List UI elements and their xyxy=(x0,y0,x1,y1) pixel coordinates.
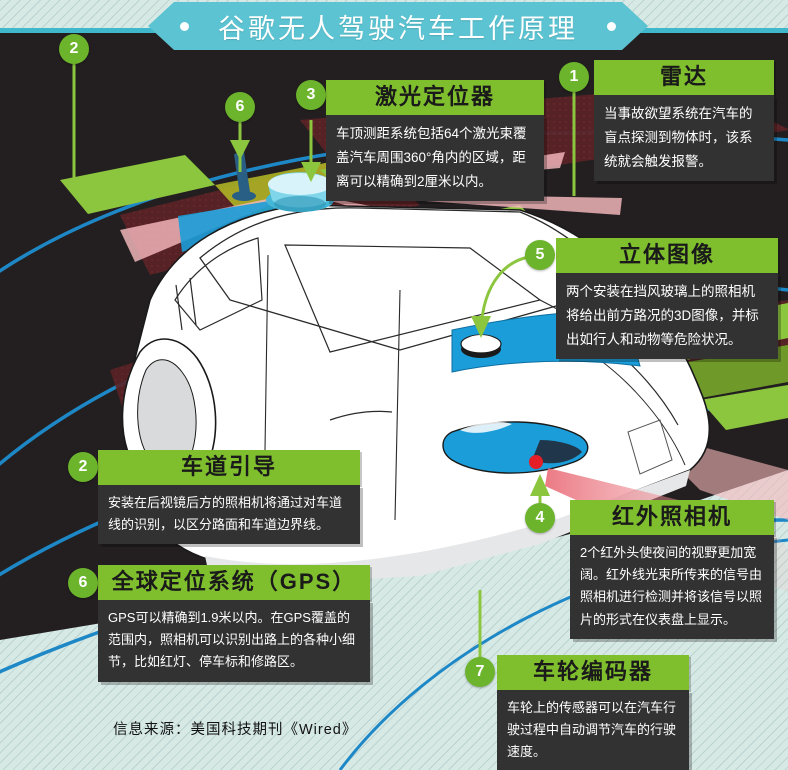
callout-stereo-image: 立体图像 两个安装在挡风玻璃上的照相机将给出前方路况的3D图像，并标出如行人和动… xyxy=(556,238,778,360)
title-text: 谷歌无人驾驶汽车工作原理 xyxy=(218,13,578,44)
leader-arrowheads xyxy=(230,140,550,496)
callout-laser-locator: 激光定位器 车顶测距系统包括64个激光束覆盖汽车周围360°角内的区域，距离可以… xyxy=(326,80,544,202)
callout-lane-guidance-title: 车道引导 xyxy=(98,450,360,486)
source-credit: 信息来源：美国科技期刊《Wired》 xyxy=(113,722,358,738)
marker-6-left[interactable]: 6 xyxy=(68,568,98,598)
callout-stereo-image-body: 两个安装在挡风玻璃上的照相机将给出前方路况的3D图像，并标出如行人和动物等危险状… xyxy=(556,273,778,360)
car-rear-pillar xyxy=(175,277,197,331)
title-dot-right-icon xyxy=(607,22,616,31)
road-edge-upper xyxy=(0,33,788,250)
callout-lane-guidance-body: 安装在后视镜后方的照相机将通过对车道线的识别，以区分路面和车道边界线。 xyxy=(98,485,360,545)
stereo-camera-sensor xyxy=(460,334,502,358)
callout-gps-title: 全球定位系统（GPS） xyxy=(98,565,370,601)
car-headlight-dark xyxy=(532,440,582,464)
arrow-marker3 xyxy=(301,162,321,182)
callout-radar-body: 当事故欲望系统在汽车的盲点探测到物体时，该系统就会触发报警。 xyxy=(594,95,774,182)
arrow-marker6-top xyxy=(230,140,250,160)
marker-7[interactable]: 7 xyxy=(465,657,495,687)
car-window-rear xyxy=(174,237,263,331)
car-headlight-highlight xyxy=(460,422,512,433)
callout-infrared-camera: 红外照相机 2个红外头使夜间的视野更加宽阔。红外线光束所传来的信号由照相机进行检… xyxy=(570,500,774,639)
car-front-panel xyxy=(627,419,673,475)
marker-1[interactable]: 1 xyxy=(559,62,589,92)
infrared-dot xyxy=(529,455,543,469)
title-banner-shape xyxy=(148,2,648,50)
marker-4[interactable]: 4 xyxy=(525,503,555,533)
callout-radar-title: 雷达 xyxy=(594,60,774,96)
callout-wheel-encoder-body: 车轮上的传感器可以在汽车行驶过程中自动调节汽车的行驶速度。 xyxy=(497,690,689,770)
callout-lane-guidance: 车道引导 安装在后视镜后方的照相机将通过对车道线的识别，以区分路面和车道边界线。 xyxy=(98,450,360,545)
callout-gps-body: GPS可以精确到1.9米以内。在GPS覆盖的范围内，照相机可以识别出路上的各种小… xyxy=(98,600,370,682)
marker-5[interactable]: 5 xyxy=(525,240,555,270)
callout-stereo-image-title: 立体图像 xyxy=(556,238,778,274)
title-dot-left-icon xyxy=(180,22,189,31)
car-door-handle xyxy=(329,410,393,421)
callout-infrared-camera-title: 红外照相机 xyxy=(570,500,774,536)
callout-wheel-encoder: 车轮编码器 车轮上的传感器可以在汽车行驶过程中自动调节汽车的行驶速度。 xyxy=(497,655,689,770)
lidar-dome xyxy=(266,172,334,212)
callout-radar: 雷达 当事故欲望系统在汽车的盲点探测到物体时，该系统就会触发报警。 xyxy=(594,60,774,182)
arrow-marker4 xyxy=(530,474,550,496)
marker-2-top[interactable]: 2 xyxy=(59,34,89,64)
car-fender-line xyxy=(599,359,686,466)
car-door-line xyxy=(264,254,269,451)
gps-antenna xyxy=(232,152,256,201)
callout-laser-locator-body: 车顶测距系统包括64个激光束覆盖汽车周围360°角内的区域，距离可以精确到2厘米… xyxy=(326,115,544,202)
marker-3[interactable]: 3 xyxy=(296,80,326,110)
callout-gps: 全球定位系统（GPS） GPS可以精确到1.9米以内。在GPS覆盖的范围内，照相… xyxy=(98,565,370,682)
callout-infrared-camera-body: 2个红外头使夜间的视野更加宽阔。红外线光束所传来的信号由照相机进行检测并将该信号… xyxy=(570,535,774,639)
callout-laser-locator-title: 激光定位器 xyxy=(326,80,544,116)
marker-2-left[interactable]: 2 xyxy=(68,452,98,482)
car-door-line-2 xyxy=(394,289,401,521)
callout-wheel-encoder-title: 车轮编码器 xyxy=(497,655,689,691)
arrow-marker5 xyxy=(471,316,491,338)
page-title: 谷歌无人驾驶汽车工作原理 xyxy=(148,2,648,50)
marker-6-top[interactable]: 6 xyxy=(225,92,255,122)
